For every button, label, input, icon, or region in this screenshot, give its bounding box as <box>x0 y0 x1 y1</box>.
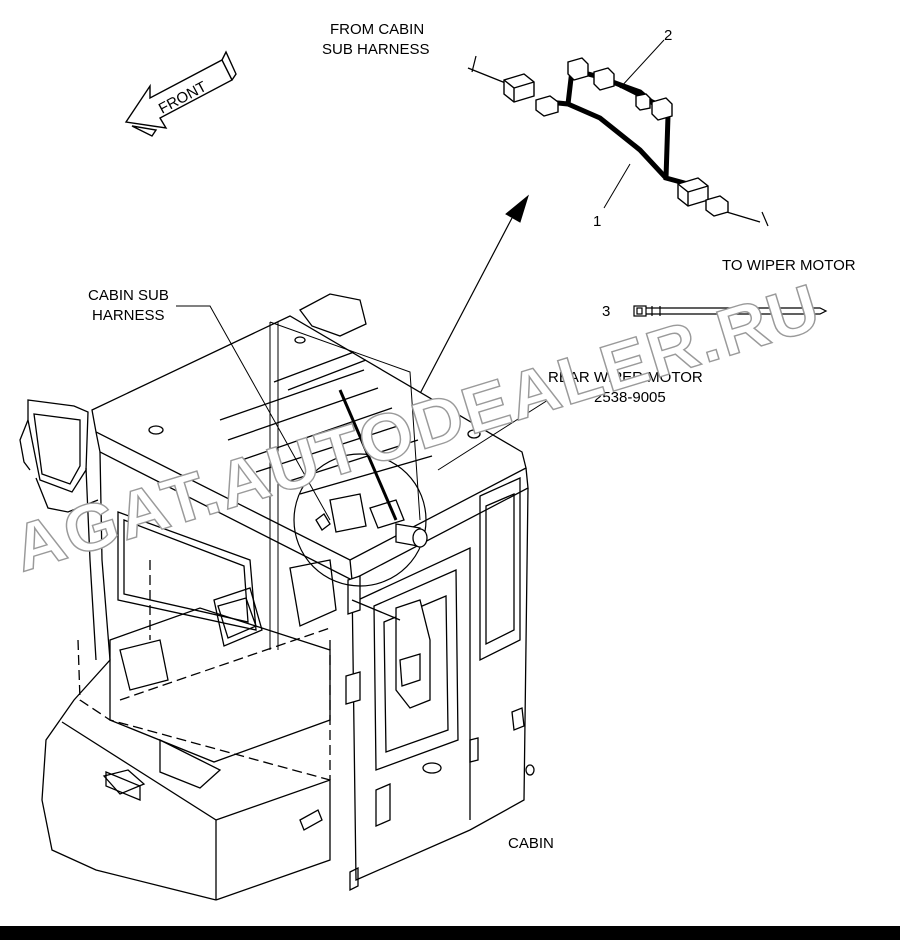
cable-tie <box>633 305 828 317</box>
from-cabin-label-1: FROM CABIN <box>330 21 424 38</box>
callout-2: 2 <box>664 27 672 44</box>
cabin-sub-harness-label-1: CABIN SUB <box>88 287 169 304</box>
wiper-motor <box>315 389 428 548</box>
bottom-border <box>0 926 900 940</box>
callout-leaders <box>603 39 665 209</box>
rear-wiper-motor-label: REAR WIPER MOTOR <box>548 369 703 386</box>
rear-wiper-part-number: 2538-9005 <box>594 389 666 406</box>
to-wiper-motor-label: TO WIPER MOTOR <box>722 257 856 274</box>
cabin-sub-harness-label-2: HARNESS <box>92 307 165 324</box>
harness-connectors <box>503 57 729 217</box>
cabin-label: CABIN <box>508 835 554 852</box>
rear-wiper-leader <box>437 388 549 471</box>
cabin-outline <box>19 293 535 901</box>
callout-3: 3 <box>602 303 610 320</box>
callout-1: 1 <box>593 213 601 230</box>
detail-circle <box>293 453 427 587</box>
cabin-sub-harness-leaders <box>176 305 421 650</box>
from-cabin-label-2: SUB HARNESS <box>322 41 430 58</box>
front-arrow <box>124 50 237 137</box>
